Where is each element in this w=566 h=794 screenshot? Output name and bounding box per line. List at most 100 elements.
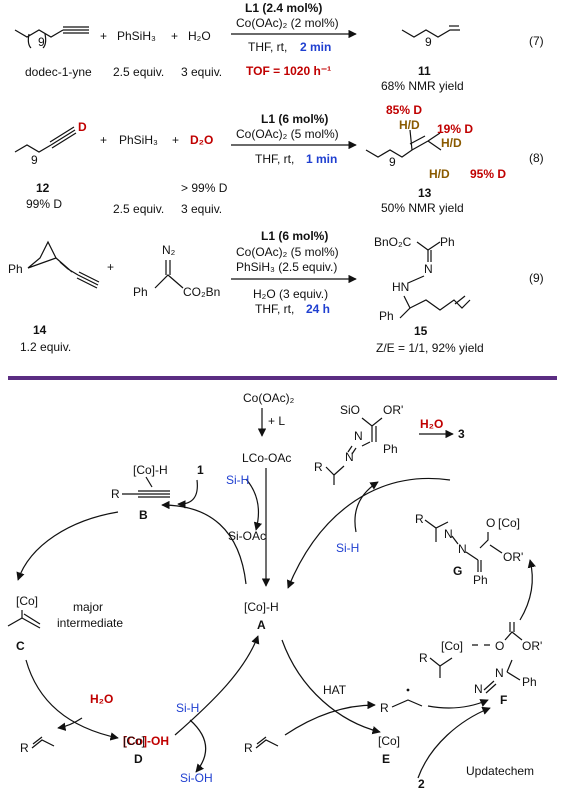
watermark: Updatechem	[466, 764, 534, 778]
svg-text:OR': OR'	[503, 550, 523, 564]
product-number: 11	[418, 64, 431, 78]
major-label: major	[73, 600, 103, 614]
silane-entry: Si-H	[226, 473, 249, 487]
svg-text:N: N	[424, 262, 433, 276]
d2o-label: D₂O	[190, 133, 213, 147]
time-label: 24 h	[306, 302, 330, 316]
svg-text:R: R	[419, 651, 428, 665]
intermediate-f-structure: [Co] O OR' R N N Ph F	[419, 622, 542, 707]
catalytic-cycle: Co(OAc)₂ + L LCo-OAc Si-H Si-OAc [Co]-H …	[7, 391, 542, 791]
catalyst-label: L1 (6 mol%)	[261, 112, 328, 126]
svg-text:SiO: SiO	[340, 403, 360, 417]
co-oh-label: [Co]-OH	[123, 734, 169, 748]
intermediate-g-structure: O [Co] OR' R N N Ph G	[415, 512, 523, 587]
cobalt-e-label: [Co]	[378, 734, 400, 748]
product-number: 15	[414, 324, 428, 338]
time-label: 1 min	[306, 152, 337, 166]
plus-sign: +	[100, 29, 107, 43]
equation-number: (8)	[529, 151, 544, 165]
svg-text:Ph: Ph	[522, 675, 537, 689]
hat-label: HAT	[323, 683, 347, 697]
reaction-7: 9 + PhSiH₃ + H₂O L1 (2.4 mol%) Co(OAc)₂ …	[14, 1, 544, 93]
svg-text:N: N	[354, 429, 363, 443]
intermediate-b-structure: [Co]-H R B	[111, 463, 170, 522]
yield-label: 68% NMR yield	[381, 79, 464, 93]
yield-label: Z/E = 1/1, 92% yield	[376, 341, 484, 355]
alkyl-radical: R	[380, 688, 423, 715]
svg-text:[Co]-H: [Co]-H	[133, 463, 168, 477]
svg-text:OR': OR'	[522, 639, 542, 653]
silyl-ketene-acetal-structure: SiO OR' Ph N N R	[314, 403, 403, 485]
hydrazone-product-structure: BnO₂C Ph N HN Ph	[374, 235, 471, 323]
cobalt-label: Co(OAc)₂ (5 mol%)	[236, 245, 339, 259]
hd-label-2: H/D	[441, 136, 462, 150]
hd-label-3: H/D	[429, 167, 450, 181]
water-entry: H₂O	[90, 692, 113, 706]
svg-text:B: B	[139, 508, 148, 522]
svg-text:[Co]: [Co]	[498, 516, 520, 530]
intermediate-label: intermediate	[57, 616, 123, 630]
lco-oac-label: LCo-OAc	[242, 451, 291, 465]
water-entry-2: H₂O	[420, 417, 443, 431]
phsih3-label: PhSiH₃	[119, 133, 158, 147]
equation-number: (7)	[529, 34, 544, 48]
svg-text:+ L: + L	[268, 414, 285, 428]
svg-text:[Co]: [Co]	[123, 734, 145, 748]
alkyne-1-label: 1	[197, 463, 204, 477]
svg-text:9: 9	[425, 35, 432, 49]
svg-text:Ph: Ph	[8, 262, 23, 276]
svg-text:F: F	[500, 693, 507, 707]
svg-text:C: C	[16, 639, 25, 653]
svg-text:9: 9	[389, 155, 396, 169]
svg-text:R: R	[415, 512, 424, 526]
d-incorporation-1: 85% D	[386, 103, 422, 117]
silanol-label: Si-OH	[180, 771, 213, 785]
catalyst-label: L1 (2.4 mol%)	[245, 1, 322, 15]
svg-text:N: N	[495, 666, 504, 680]
silane-label: PhSiH₃ (2.5 equiv.)	[236, 260, 337, 274]
equiv-water: 3 equiv.	[181, 202, 222, 216]
intermediate-a: A	[257, 618, 266, 632]
product-3-label: 3	[458, 427, 465, 441]
svg-text:Ph: Ph	[473, 573, 488, 587]
svg-text:Ph: Ph	[440, 235, 455, 249]
co-h-label: [Co]-H	[244, 600, 279, 614]
phsih3-label: PhSiH₃	[117, 29, 156, 43]
diazo-ester-structure: N₂ Ph CO₂Bn	[133, 243, 220, 299]
plus-sign: +	[171, 29, 178, 43]
svg-text:9: 9	[31, 153, 38, 167]
intermediate-e: E	[382, 752, 390, 766]
svg-text:G: G	[453, 564, 462, 578]
svg-text:CO₂Bn: CO₂Bn	[183, 285, 220, 299]
intermediate-c-structure: [Co] C	[7, 594, 41, 653]
water-label: H₂O (3 equiv.)	[253, 287, 328, 301]
deuterated-alkyne-structure: 9 D	[14, 120, 87, 167]
deuterated-alkene-structure: 9	[365, 129, 442, 169]
silane-entry-3: Si-H	[336, 541, 359, 555]
substrate-d: 99% D	[26, 197, 62, 211]
intermediate-d: D	[134, 752, 143, 766]
dodecyne-structure: 9	[14, 26, 89, 49]
svg-text:R: R	[314, 460, 323, 474]
substrate-number: 12	[36, 181, 50, 195]
svg-text:R: R	[244, 741, 253, 755]
equiv-silane: 2.5 equiv.	[113, 202, 164, 216]
svg-text:OR': OR'	[383, 403, 403, 417]
tof-label: TOF = 1020 h⁻¹	[246, 64, 331, 78]
equation-number: (9)	[529, 271, 544, 285]
conditions-label: THF, rt,	[248, 40, 287, 54]
cyclopropyl-alkyne-structure: Ph	[8, 240, 100, 289]
silane-entry-2: Si-H	[176, 701, 199, 715]
dodecene-structure: 9	[401, 25, 460, 49]
equiv-water: 3 equiv.	[181, 65, 222, 79]
alkene-substrate: R	[244, 736, 279, 755]
svg-text:R: R	[111, 487, 120, 501]
svg-text:N₂: N₂	[162, 243, 176, 257]
svg-text:D: D	[78, 120, 87, 134]
cobalt-label: Co(OAc)₂ (2 mol%)	[236, 16, 339, 30]
svg-text:BnO₂C: BnO₂C	[374, 235, 412, 249]
hd-label-1: H/D	[399, 118, 420, 132]
d2o-purity: > 99% D	[181, 181, 228, 195]
reaction-8: 9 D + PhSiH₃ + D₂O L1 (6 mol%) Co(OAc)₂ …	[14, 103, 544, 216]
reaction-9: Ph + N₂ Ph CO₂Bn L1 (6 mol%) Co(OAc)₂ (5…	[8, 229, 544, 355]
